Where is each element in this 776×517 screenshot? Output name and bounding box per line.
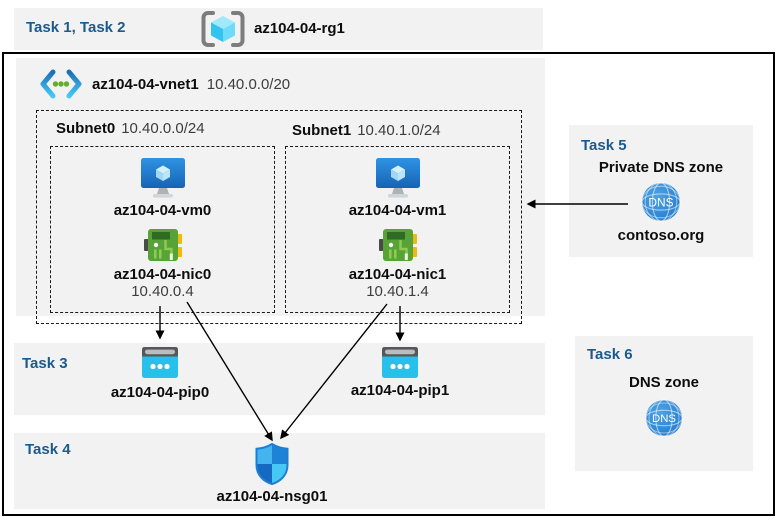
public-ip-icon [382,347,418,378]
resource-group-name: az104-04-rg1 [254,20,345,37]
task5-box: Task 5 Private DNS zone DNS contoso.org [569,125,753,257]
nic0-name: az104-04-nic0 [113,266,212,283]
nic1-ip: 10.40.1.4 [366,283,429,300]
virtual-network-icon [38,69,84,99]
subnet1-label: Subnet1 10.40.1.0/24 [292,122,441,139]
vm1-name: az104-04-vm1 [348,202,447,219]
pip0-group: az104-04-pip0 [111,347,209,401]
subnet1-name: Subnet1 [292,122,352,139]
dns-icon: DNS [644,398,684,438]
nic0-ip: 10.40.0.4 [131,283,194,300]
nsg-name: az104-04-nsg01 [216,488,328,505]
subnets-container [36,110,522,324]
subnet1-cidr: 10.40.1.0/24 [357,122,441,139]
subnet1-box: az104-04-vm1 az104-04-nic1 10.40.1.4 [285,146,510,313]
dns-zone-title: DNS zone [628,374,699,391]
subnet0-name: Subnet0 [56,120,116,137]
vnet-title-row: az104-04-vnet1 10.40.0.0/20 [38,68,290,100]
subnet0-cidr: 10.40.0.0/24 [121,120,205,137]
pip0-name: az104-04-pip0 [110,384,210,401]
public-ip-icon [142,347,178,378]
vnet-panel [16,58,545,316]
task5-heading: Task 5 [581,137,627,154]
subnet0-label: Subnet0 10.40.0.0/24 [56,120,205,137]
network-interface-icon [143,226,182,264]
dns-icon-label: DNS [652,413,676,425]
task3-band: Task 3 [14,343,545,415]
nsg-group: az104-04-nsg01 [217,443,327,505]
vm0-name: az104-04-vm0 [113,202,212,219]
task12-band: Task 1, Task 2 az104-04-rg1 [14,8,543,50]
resource-group-icon [200,10,246,48]
private-dns-zone-name: contoso.org [617,227,705,244]
nic1-name: az104-04-nic1 [348,266,447,283]
task6-heading: Task 6 [587,346,633,363]
pip1-name: az104-04-pip1 [350,382,450,399]
private-dns-zone-title: Private DNS zone [598,159,724,176]
task4-heading: Task 4 [25,441,71,458]
virtual-machine-icon [375,158,421,200]
dns-icon: DNS [640,181,682,223]
task6-box: Task 6 DNS zone DNS [575,336,753,471]
pip1-group: az104-04-pip1 [351,347,449,399]
nsg-shield-icon [254,443,290,485]
network-interface-icon [378,226,417,264]
subnet0-box: az104-04-vm0 az104-04-nic0 10.40.0.4 [50,146,275,313]
dns-icon-label: DNS [648,195,673,209]
task3-heading: Task 3 [22,355,68,372]
vnet-name: az104-04-vnet1 [92,75,199,93]
vnet-cidr: 10.40.0.0/20 [206,75,291,93]
task12-heading: Task 1, Task 2 [26,19,126,36]
virtual-machine-icon [140,158,186,200]
